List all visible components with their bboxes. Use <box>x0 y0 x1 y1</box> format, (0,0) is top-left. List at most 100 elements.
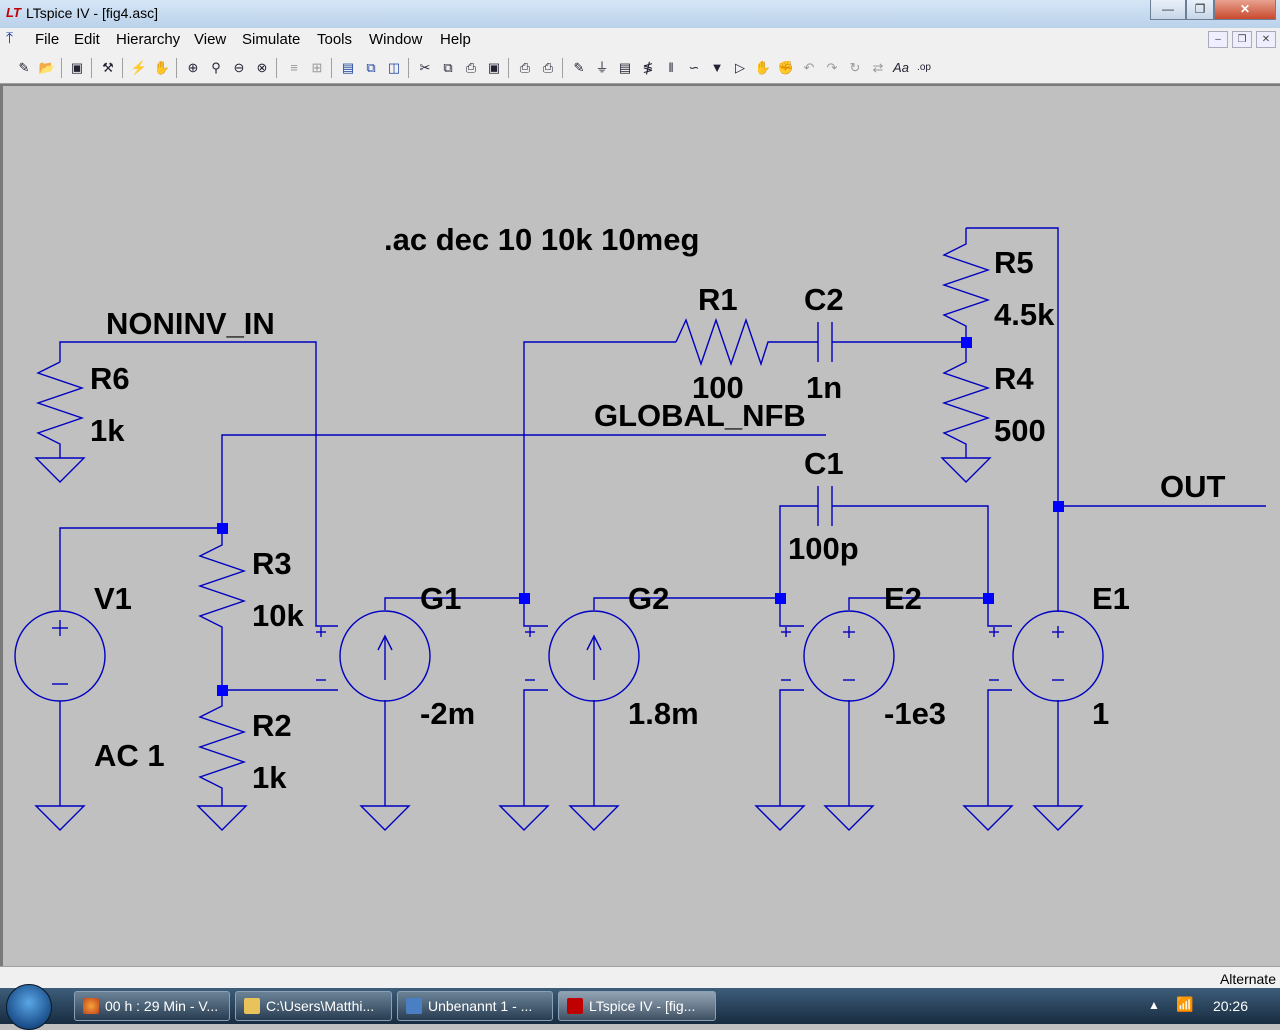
minimize-button[interactable]: — <box>1150 0 1186 20</box>
g1-ref[interactable]: G1 <box>420 581 461 616</box>
taskbar-item-writer[interactable]: Unbenannt 1 - ... <box>397 991 553 1021</box>
close-button[interactable]: ✕ <box>1214 0 1276 20</box>
capacitor-icon[interactable]: ‖ <box>668 60 674 75</box>
open-icon[interactable]: 📂 <box>38 60 56 75</box>
taskbar-item-explorer[interactable]: C:\Users\Matthi... <box>235 991 392 1021</box>
network-icon[interactable]: 📶 <box>1176 996 1194 1012</box>
copy-icon[interactable]: ⧉ <box>443 60 453 75</box>
mdi-minimize-button[interactable]: – <box>1208 31 1228 48</box>
redo-icon[interactable]: ↷ <box>826 60 838 75</box>
r4-value[interactable]: 500 <box>994 413 1046 448</box>
v1-value[interactable]: AC 1 <box>94 738 165 773</box>
print-icon[interactable]: ⎙ <box>542 60 554 75</box>
taskbar-item-firefox[interactable]: 00 h : 29 Min - V... <box>74 991 230 1021</box>
g2-ref[interactable]: G2 <box>628 581 669 616</box>
halt-icon[interactable]: ✋ <box>153 60 171 75</box>
net-label-global-nfb[interactable]: GLOBAL_NFB <box>594 398 806 433</box>
resistor-icon[interactable]: ≸ <box>642 60 654 75</box>
maximize-button[interactable]: ❐ <box>1186 0 1214 20</box>
toolbar-separator <box>276 58 277 78</box>
schematic-svg[interactable]: .ac dec 10 10k 10meg NONINV_IN GLOBAL_NF… <box>0 84 1280 966</box>
g1-value[interactable]: -2m <box>420 696 475 731</box>
title-bar[interactable]: LT LTspice IV - [fig4.asc] — ❐ ✕ <box>0 0 1280 28</box>
r1-value[interactable]: 100 <box>692 370 744 405</box>
autorange-icon[interactable]: ≡ <box>290 60 298 75</box>
c1-ref[interactable]: C1 <box>804 446 844 481</box>
mirror-icon[interactable]: ⇄ <box>872 60 884 75</box>
e1-ref[interactable]: E1 <box>1092 581 1130 616</box>
toolbar: ✎ 📂 ▣ ⚒ ⚡ ✋ ⊕ ⚲ ⊖ ⊗ ≡ ⊞ ▤ ⧉ ◫ ✂ ⧉ ⎙ ▣ ⎙ … <box>0 52 1280 84</box>
start-button[interactable] <box>6 984 52 1030</box>
c2-value[interactable]: 1n <box>806 370 842 405</box>
r5-ref[interactable]: R5 <box>994 245 1034 280</box>
taskbar-item-ltspice[interactable]: LTspice IV - [fig... <box>558 991 716 1021</box>
schematic-canvas[interactable]: .ac dec 10 10k 10meg NONINV_IN GLOBAL_NF… <box>0 84 1280 966</box>
r4-ref[interactable]: R4 <box>994 361 1034 396</box>
menu-tools[interactable]: Tools <box>317 31 353 48</box>
task-label: 00 h : 29 Min - V... <box>105 998 219 1014</box>
menu-simulate[interactable]: Simulate <box>242 31 301 48</box>
r2-ref[interactable]: R2 <box>252 708 292 743</box>
cascade-icon[interactable]: ⧉ <box>366 60 376 75</box>
show-hidden-icons-icon[interactable]: ▲ <box>1148 998 1160 1012</box>
toolbar-separator <box>562 58 563 78</box>
r3-value[interactable]: 10k <box>252 598 304 633</box>
zoom-fit-icon[interactable]: ⊗ <box>256 60 268 75</box>
save-icon[interactable]: ▣ <box>70 60 84 75</box>
toolbar-separator <box>508 58 509 78</box>
r5-value[interactable]: 4.5k <box>994 297 1055 332</box>
e2-value[interactable]: -1e3 <box>884 696 946 731</box>
label-net-icon[interactable]: ▤ <box>618 60 632 75</box>
drag-icon[interactable]: ✊ <box>777 60 795 75</box>
r2-value[interactable]: 1k <box>252 760 287 795</box>
net-label-noninv-in[interactable]: NONINV_IN <box>106 306 275 341</box>
v1-ref[interactable]: V1 <box>94 581 132 616</box>
net-label-out[interactable]: OUT <box>1160 469 1226 504</box>
menu-window[interactable]: Window <box>369 31 423 48</box>
menu-edit[interactable]: Edit <box>74 31 100 48</box>
find-icon[interactable]: ▣ <box>487 60 501 75</box>
inductor-icon[interactable]: ∽ <box>688 60 700 75</box>
c1-value[interactable]: 100p <box>788 531 859 566</box>
r3-ref[interactable]: R3 <box>252 546 292 581</box>
task-label: Unbenannt 1 - ... <box>428 998 533 1014</box>
spice-directive-text[interactable]: .ac dec 10 10k 10meg <box>384 222 699 257</box>
menu-view[interactable]: View <box>194 31 227 48</box>
toolbar-separator <box>176 58 177 78</box>
tile-horizontal-icon[interactable]: ▤ <box>341 60 355 75</box>
rotate-icon[interactable]: ↻ <box>849 60 861 75</box>
menu-file[interactable]: File <box>35 31 60 48</box>
component-icon[interactable]: ▷ <box>735 60 745 75</box>
print-setup-icon[interactable]: ⎙ <box>519 60 531 75</box>
zoom-pan-icon[interactable]: ⚲ <box>211 60 221 75</box>
e2-ref[interactable]: E2 <box>884 581 922 616</box>
move-icon[interactable]: ✋ <box>754 60 772 75</box>
undo-icon[interactable]: ↶ <box>803 60 815 75</box>
clock[interactable]: 20:26 <box>1212 998 1248 1014</box>
wire-icon[interactable]: ✎ <box>573 60 585 75</box>
g2-value[interactable]: 1.8m <box>628 696 699 731</box>
new-schematic-icon[interactable]: ✎ <box>18 60 30 75</box>
zoom-out-icon[interactable]: ⊖ <box>233 60 245 75</box>
c2-ref[interactable]: C2 <box>804 282 844 317</box>
r1-ref[interactable]: R1 <box>698 282 738 317</box>
ground-icon[interactable]: ⏚ <box>595 60 609 75</box>
schematic-doc-icon[interactable]: ⤒ <box>6 30 14 47</box>
r6-value[interactable]: 1k <box>90 413 125 448</box>
zoom-in-icon[interactable]: ⊕ <box>187 60 199 75</box>
menu-help[interactable]: Help <box>440 31 471 48</box>
mdi-close-button[interactable]: ✕ <box>1256 31 1276 48</box>
r6-ref[interactable]: R6 <box>90 361 130 396</box>
e1-value[interactable]: 1 <box>1092 696 1109 731</box>
text-icon[interactable]: Aa <box>893 60 909 75</box>
diode-icon[interactable]: ▼ <box>710 60 724 75</box>
paste-icon[interactable]: ⎙ <box>465 60 477 75</box>
run-icon[interactable]: ⚡ <box>130 60 148 75</box>
plot-settings-icon[interactable]: ⊞ <box>311 60 323 75</box>
tile-vertical-icon[interactable]: ◫ <box>387 60 401 75</box>
mdi-restore-button[interactable]: ❐ <box>1232 31 1252 48</box>
control-panel-icon[interactable]: ⚒ <box>102 60 114 75</box>
menu-hierarchy[interactable]: Hierarchy <box>116 31 181 48</box>
cut-icon[interactable]: ✂ <box>419 60 431 75</box>
spice-directive-icon[interactable]: .op <box>917 62 931 73</box>
